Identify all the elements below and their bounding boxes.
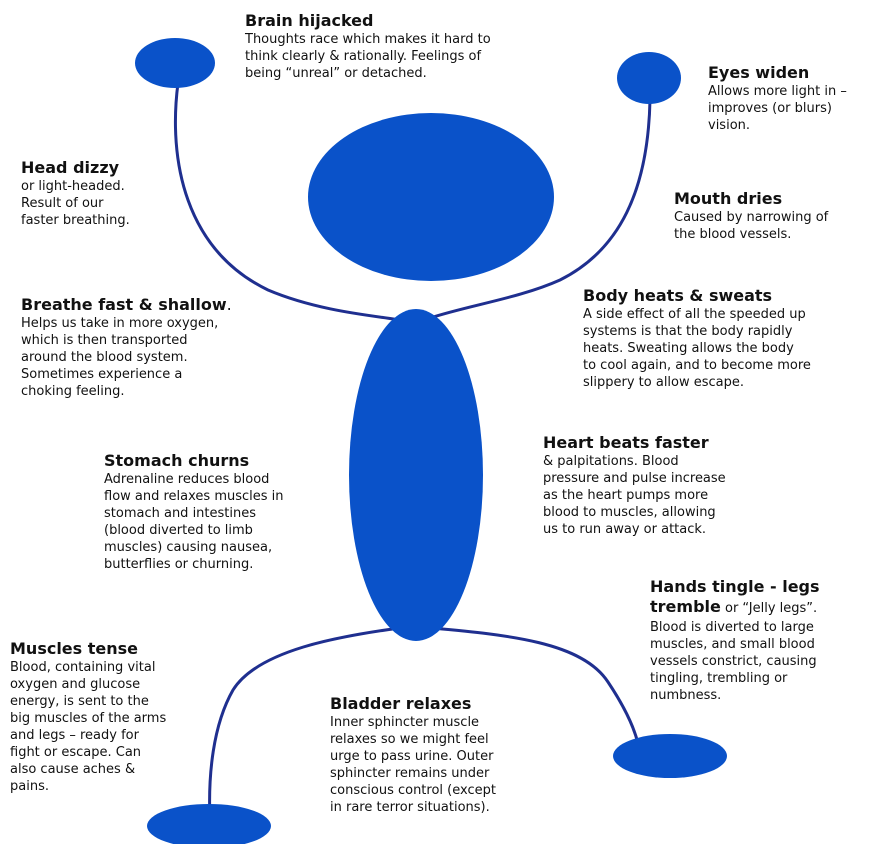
stomach-churns-note: Stomach churns Adrenaline reduces blood … (104, 451, 284, 573)
breathe-line: around the blood system. (21, 350, 188, 365)
muscles-line: also cause aches & (10, 762, 136, 777)
head-line: faster breathing. (21, 213, 130, 228)
heart-line: as the heart pumps more (543, 488, 709, 503)
heart-line: & palpitations. Blood (543, 454, 679, 469)
breathe-title-suffix: . (226, 295, 232, 314)
breathe-line: Sometimes experience a (21, 367, 183, 382)
hands-line: vessels constrict, causing (650, 654, 817, 669)
brain-hijacked-note: Brain hijacked Thoughts race which makes… (245, 11, 491, 82)
eyes-widen-note: Eyes widen Allows more light in – improv… (708, 63, 847, 134)
heart-beats-note: Heart beats faster & palpitations. Blood… (543, 433, 726, 538)
right-leg (430, 626, 642, 757)
muscles-line: energy, is sent to the (10, 694, 149, 709)
muscles-line: fight or escape. Can (10, 745, 142, 760)
body-line: slippery to allow escape. (583, 375, 745, 390)
brain-line: think clearly & rationally. Feelings of (245, 49, 482, 64)
mouth-title: Mouth dries (674, 189, 783, 208)
bladder-relaxes-note: Bladder relaxes Inner sphincter muscle r… (330, 694, 496, 816)
muscles-tense-note: Muscles tense Blood, containing vital ox… (10, 639, 166, 795)
bladder-line: sphincter remains under (330, 766, 490, 781)
bladder-line: conscious control (except (330, 783, 496, 798)
stomach-line: muscles) causing nausea, (104, 540, 273, 555)
body-line: to cool again, and to become more (583, 358, 811, 373)
bladder-line: relaxes so we might feel (330, 732, 489, 747)
breathe-line: Helps us take in more oxygen, (21, 316, 219, 331)
left-hand (135, 38, 215, 88)
breathe-line: choking feeling. (21, 384, 125, 399)
right-hand (617, 52, 681, 104)
breathe-note: Breathe fast & shallow. Helps us take in… (21, 295, 232, 400)
heart-line: pressure and pulse increase (543, 471, 726, 486)
muscles-line: Blood, containing vital (10, 660, 156, 675)
mouth-line: the blood vessels. (674, 227, 792, 242)
mouth-line: Caused by narrowing of (674, 210, 829, 225)
hands-line: muscles, and small blood (650, 637, 815, 652)
hands-title-suffix: or “Jelly legs”. (720, 601, 818, 616)
head-dizzy-note: Head dizzy or light-headed. Result of ou… (21, 158, 130, 229)
hands-line: tingling, trembling or (650, 671, 788, 686)
head-line: Result of our (21, 196, 104, 211)
body-line: systems is that the body rapidly (583, 324, 793, 339)
left-arm (173, 81, 402, 322)
torso (349, 309, 483, 641)
body-line: heats. Sweating allows the body (583, 341, 794, 356)
head-title: Head dizzy (21, 158, 120, 177)
right-arm (428, 98, 652, 320)
stomach-line: Adrenaline reduces blood (104, 472, 270, 487)
breathe-title: Breathe fast & shallow (21, 295, 227, 314)
heart-title: Heart beats faster (543, 433, 709, 452)
brain-line: being “unreal” or detached. (245, 66, 427, 81)
bladder-line: Inner sphincter muscle (330, 715, 480, 730)
left-leg (208, 626, 402, 822)
stomach-line: flow and relaxes muscles in (104, 489, 284, 504)
muscles-line: oxygen and glucose (10, 677, 141, 692)
body-heats-note: Body heats & sweats A side effect of all… (583, 286, 811, 391)
muscles-line: big muscles of the arms (10, 711, 167, 726)
right-foot (613, 734, 727, 778)
bladder-line: urge to pass urine. Outer (330, 749, 494, 764)
bladder-title: Bladder relaxes (330, 694, 472, 713)
breathe-line: which is then transported (21, 333, 188, 348)
brain-line: Thoughts race which makes it hard to (245, 32, 491, 47)
head-line: or light-headed. (21, 179, 125, 194)
eyes-line: vision. (708, 118, 751, 133)
stomach-line: butterflies or churning. (104, 557, 254, 572)
mouth-dries-note: Mouth dries Caused by narrowing of the b… (674, 189, 828, 243)
body-line: A side effect of all the speeded up (583, 307, 806, 322)
stomach-line: (blood diverted to limb (104, 523, 253, 538)
head (308, 113, 554, 281)
brain-title: Brain hijacked (245, 11, 374, 30)
left-foot (147, 804, 271, 844)
hands-line: Blood is diverted to large (650, 620, 814, 635)
eyes-line: Allows more light in – (708, 84, 847, 99)
bladder-line: in rare terror situations). (330, 800, 490, 815)
stomach-title: Stomach churns (104, 451, 250, 470)
body-title: Body heats & sweats (583, 286, 773, 305)
hands-line: numbness. (650, 688, 722, 703)
hands-tingle-note: Hands tingle - legs tremble or “Jelly le… (650, 577, 820, 704)
muscles-line: and legs – ready for (10, 728, 139, 743)
eyes-title: Eyes widen (708, 63, 810, 82)
hands-title-2: tremble (650, 597, 721, 616)
stomach-line: stomach and intestines (104, 506, 257, 521)
muscles-title: Muscles tense (10, 639, 139, 658)
hands-title: Hands tingle - legs (650, 577, 820, 596)
heart-line: us to run away or attack. (543, 522, 707, 537)
muscles-line: pains. (10, 779, 49, 794)
heart-line: blood to muscles, allowing (543, 505, 716, 520)
eyes-line: improves (or blurs) (708, 101, 832, 116)
